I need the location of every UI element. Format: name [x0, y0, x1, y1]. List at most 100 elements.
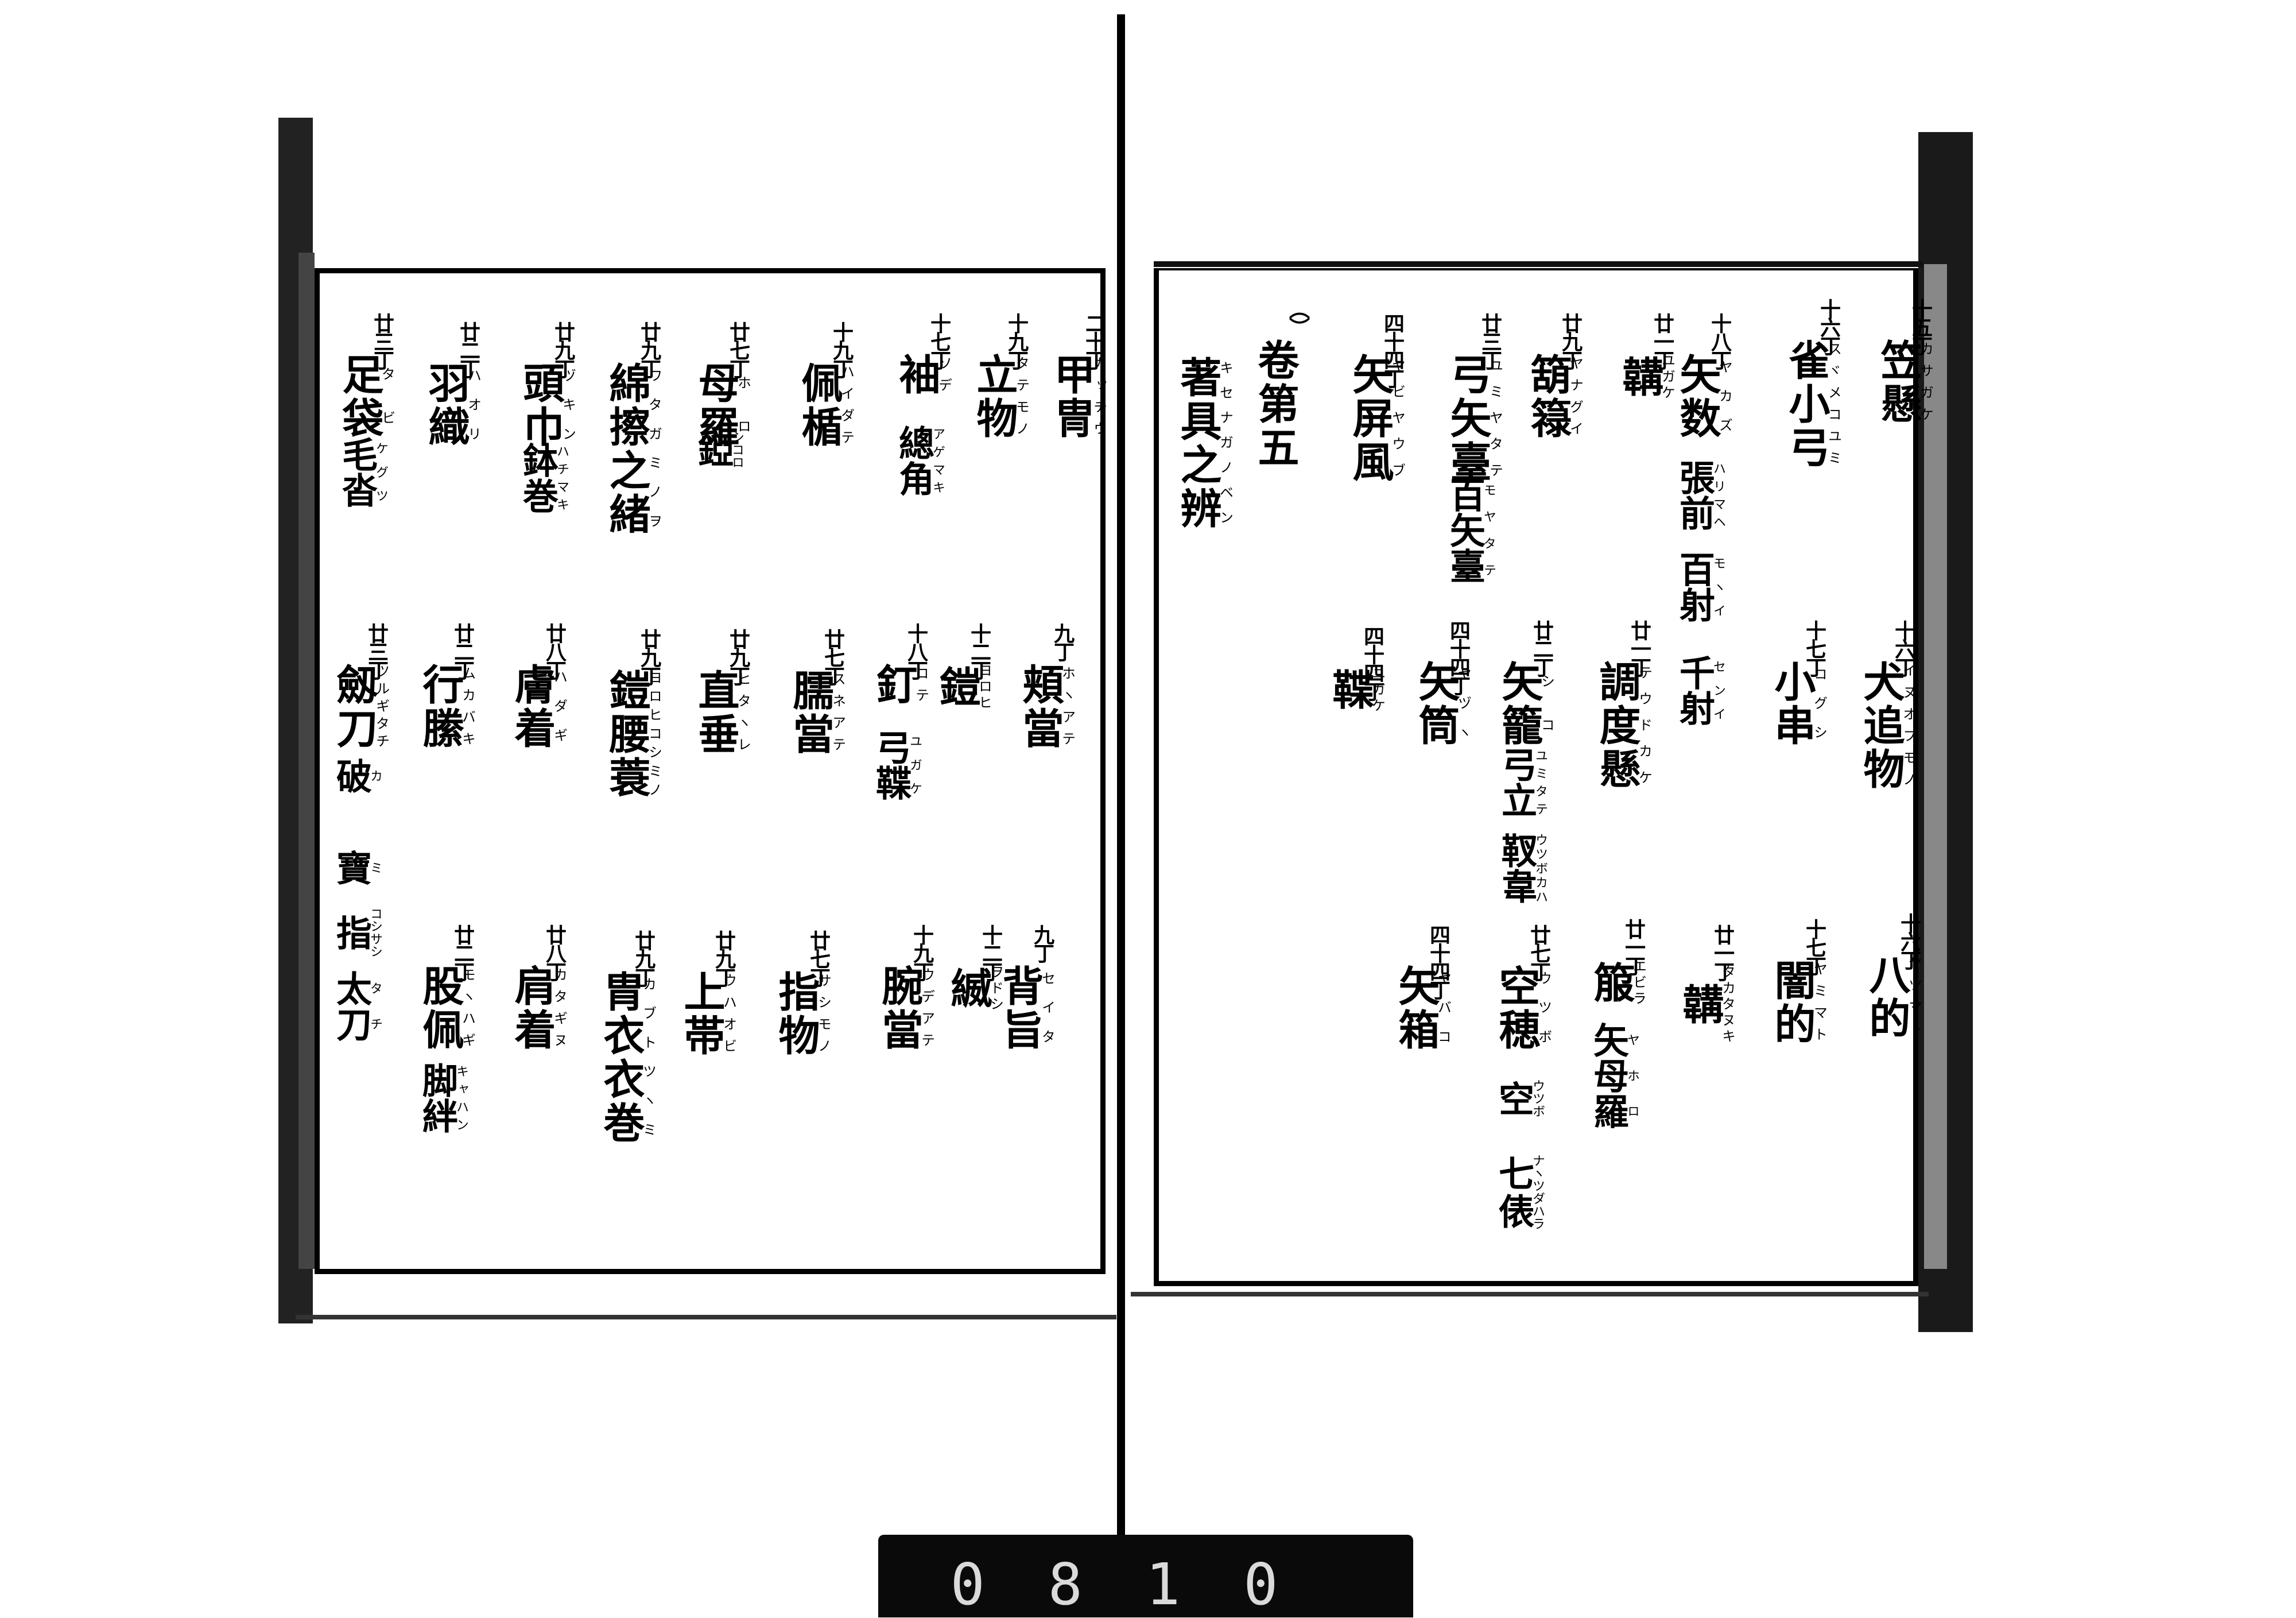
index-term-reading: ソデ [936, 353, 952, 397]
left-page-frame [315, 268, 1106, 1274]
page-reference: 九丁 [1030, 924, 1054, 961]
page-reference: 十九丁 [910, 924, 934, 980]
index-term: 股佩モヽハギ [416, 965, 476, 1052]
page-reference: 廿一丁 [1627, 620, 1651, 675]
sub-term: 脚絆キャハン [416, 1062, 468, 1133]
index-term-reading: ユガケ [1369, 666, 1386, 714]
index-term-reading: ヨロヒコシミノ [646, 669, 662, 800]
index-term-reading: エビラ [1630, 959, 1647, 1007]
sub-term: 毛沓ケグツ [336, 436, 388, 508]
page-reference: 十八丁 [1708, 313, 1732, 368]
sub-term-reading: カ [368, 758, 382, 793]
index-term: 腕當ウデアテ [875, 965, 935, 1052]
index-term-reading: ウハオビ [720, 970, 737, 1058]
sub-term: 矢母羅ヤホロ [1587, 1022, 1639, 1129]
index-term: 羽織ハオリ [421, 362, 482, 449]
index-term-reading: ユガケ [1659, 353, 1676, 401]
sub-term: 弓鞢ユガケ [870, 729, 922, 800]
page-reference: 廿八丁 [542, 924, 567, 980]
index-term-reading: テウドカケ [1636, 660, 1653, 791]
index-term: 膚着ハダギ [507, 663, 568, 750]
page-reference: 十二丁 [967, 623, 991, 678]
page-reference: 二十丁 [1082, 313, 1106, 368]
sub-term-reading: センイ [1711, 655, 1725, 726]
index-term-reading: ヨロヒ [976, 663, 992, 711]
index-term: 肩着カタギヌ [507, 965, 568, 1052]
sub-term: 寶ミ [330, 850, 382, 885]
index-term-reading: ヤミマト [1811, 959, 1828, 1046]
page-reference: 十七丁 [927, 313, 951, 368]
catalog-number: 0810 [950, 1551, 1341, 1618]
index-term-reading: カブトツヽミ [640, 970, 657, 1145]
page-reference: 十六丁 [1891, 620, 1915, 675]
index-term: 著具之辨キセナガノベン [1173, 356, 1234, 531]
page-reference: 廿九丁 [1558, 313, 1583, 368]
sub-term-reading: ヤホロ [1625, 1022, 1639, 1129]
sub-term-reading: モヽイ [1711, 551, 1725, 622]
sub-term: 千射センイ [1673, 655, 1725, 726]
index-term: 空穂ウツボ [1492, 965, 1552, 1052]
index-term-reading: ヲドシ [987, 965, 1004, 1013]
sub-term-reading: ナヽツダハラ [1530, 1154, 1545, 1230]
index-term-reading: タテモノ [1013, 353, 1030, 440]
sub-term-reading: ユガケ [907, 729, 922, 800]
index-term-reading: キセナガノベン [1217, 356, 1234, 531]
page-reference: 廿一丁 [1711, 924, 1735, 980]
index-term: 指物サシモノ [771, 970, 832, 1058]
sub-term: 百矢臺モヤタテ [1444, 477, 1496, 583]
index-term-reading: スネアテ [829, 669, 846, 756]
index-term: 胄衣衣巻カブトツヽミ [596, 970, 657, 1145]
index-term: 縅ヲドシ [944, 965, 1004, 1013]
sub-term: 太刀タチ [330, 970, 382, 1042]
sub-term-reading: モヤタテ [1481, 477, 1496, 583]
sub-term-reading: シコロ [730, 431, 744, 469]
index-term-reading: ウデアテ [918, 965, 935, 1052]
center-binding-line [1117, 14, 1125, 1536]
index-term: 背旨セイタ [995, 965, 1056, 1052]
index-term-reading: セイタ [1039, 965, 1056, 1052]
index-term: 立物タテモノ [969, 353, 1030, 440]
index-term: 釘コテ [869, 663, 929, 707]
sub-term-reading: キャハン [454, 1062, 468, 1133]
catalog-tag: 0810 [878, 1535, 1413, 1618]
index-term-reading: ホヽアテ [1059, 663, 1076, 750]
index-term: 矢籠シコ [1495, 660, 1555, 748]
index-term-reading: ワタガミノヲ [646, 362, 662, 536]
sub-term-reading: ミ [368, 850, 382, 885]
index-term: 上帯ウハオビ [677, 970, 737, 1058]
index-term-reading: ヤツマト [1906, 953, 1922, 1040]
page-reference: 廿九丁 [726, 629, 750, 684]
index-term-reading: ユミヤタテ [1487, 353, 1503, 484]
left-page-bottom-edge [296, 1315, 1116, 1319]
page-reference: 廿七丁 [726, 322, 750, 377]
index-term: 鞢ユガケ [1325, 666, 1386, 714]
page-reference: 廿二丁 [1530, 620, 1554, 675]
page-reference: 廿九丁 [631, 930, 656, 985]
index-term-reading: モヽハギ [459, 965, 476, 1052]
index-term-reading: コグシ [1811, 660, 1828, 748]
page-reference: 廿三丁 [1478, 313, 1502, 368]
sub-term-reading: ウツボ [1530, 1079, 1545, 1117]
index-term: 犬追物イヌオフモノ [1856, 660, 1917, 791]
index-term-reading: ハイダテ [838, 362, 855, 449]
page-reference: 十九丁 [829, 322, 854, 377]
index-term-reading: カサガケ [1917, 339, 1934, 426]
sub-term-reading: ケグツ [374, 436, 388, 508]
page-reference: 廿八丁 [542, 623, 567, 678]
index-term: 矢箱ヤバコ [1391, 965, 1452, 1052]
right-page-bottom-edge [1131, 1292, 1929, 1296]
index-term: 八的ヤツマト [1862, 953, 1922, 1040]
page-reference: 十九丁 [1004, 313, 1029, 368]
index-term-reading: ツルギタチ [373, 663, 390, 750]
page-reference: 十七丁 [1802, 919, 1826, 974]
index-term: 矢筒ヤヅヽ [1411, 660, 1472, 748]
index-term-reading: サシモノ [815, 970, 832, 1058]
index-term: 鎧ヨロヒ [932, 663, 992, 711]
index-term: 小串コグシ [1767, 660, 1828, 748]
sub-term: 靫韋ウツボカハ [1495, 833, 1548, 904]
index-term-reading: ヤナグイ [1567, 353, 1584, 440]
page-reference: 四十四丁 [1426, 924, 1450, 998]
index-term-reading: ヤビヤウブ [1389, 353, 1406, 484]
index-term: 足袋タビ [335, 353, 395, 440]
page-reference: 廿三丁 [370, 313, 394, 368]
